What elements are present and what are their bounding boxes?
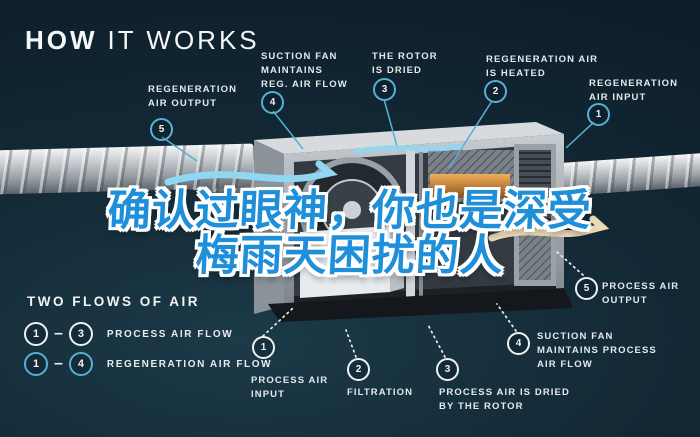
- legend-proc-to-badge: 3: [68, 322, 93, 346]
- legend-dash: –: [54, 355, 63, 372]
- page-title: HOW IT WORKS: [25, 25, 260, 56]
- page-title-light: IT WORKS: [107, 25, 260, 55]
- badge-proc-5: 5: [575, 277, 598, 300]
- legend-reg-from-badge: 1: [24, 352, 48, 376]
- label-process-air-dried: PROCESS AIR IS DRIED BY THE ROTOR: [439, 387, 570, 412]
- legend-process-label: PROCESS AIR FLOW: [106, 328, 234, 340]
- legend-reg-to-badge: 4: [68, 352, 93, 376]
- page-title-bold: HOW: [25, 25, 98, 55]
- legend-title: TWO FLOWS OF AIR: [27, 294, 200, 309]
- badge-reg-2: 2: [484, 80, 507, 103]
- dehumidifier-cutaway-illustration: [254, 122, 572, 322]
- badge-reg-3: 3: [373, 78, 396, 101]
- label-regeneration-air-output: REGENERATION AIR OUTPUT: [148, 84, 238, 109]
- label-rotor-is-dried: THE ROTOR IS DRIED: [372, 51, 438, 76]
- badge-reg-5: 5: [150, 118, 173, 141]
- label-process-air-output: PROCESS AIR OUTPUT: [602, 281, 680, 306]
- badge-proc-1: 1: [252, 336, 275, 359]
- legend-row-regeneration: 1 – 4 REGENERATION AIR FLOW: [24, 352, 272, 376]
- badge-proc-4: 4: [507, 332, 530, 355]
- label-regeneration-air-input: REGENERATION AIR INPUT: [589, 78, 679, 103]
- label-suction-fan-process: SUCTION FAN MAINTAINS PROCESS AIR FLOW: [537, 331, 657, 370]
- badge-reg-1: 1: [587, 103, 610, 126]
- legend-row-process: 1 – 3 PROCESS AIR FLOW: [24, 322, 233, 346]
- badge-proc-2: 2: [347, 358, 370, 381]
- label-suction-fan-reg: SUCTION FAN MAINTAINS REG. AIR FLOW: [261, 51, 348, 90]
- legend-regeneration-label: REGENERATION AIR FLOW: [106, 358, 273, 370]
- label-filtration: FILTRATION: [347, 387, 414, 398]
- label-regeneration-air-heated: REGENERATION AIR IS HEATED: [486, 54, 599, 79]
- legend-proc-from-badge: 1: [24, 322, 48, 346]
- legend-dash: –: [54, 325, 63, 342]
- badge-reg-4: 4: [261, 91, 284, 114]
- label-process-air-input: PROCESS AIR INPUT: [251, 375, 329, 400]
- overlay-text-line2: 梅雨天困扰的人: [194, 231, 506, 281]
- badge-proc-3: 3: [436, 358, 459, 381]
